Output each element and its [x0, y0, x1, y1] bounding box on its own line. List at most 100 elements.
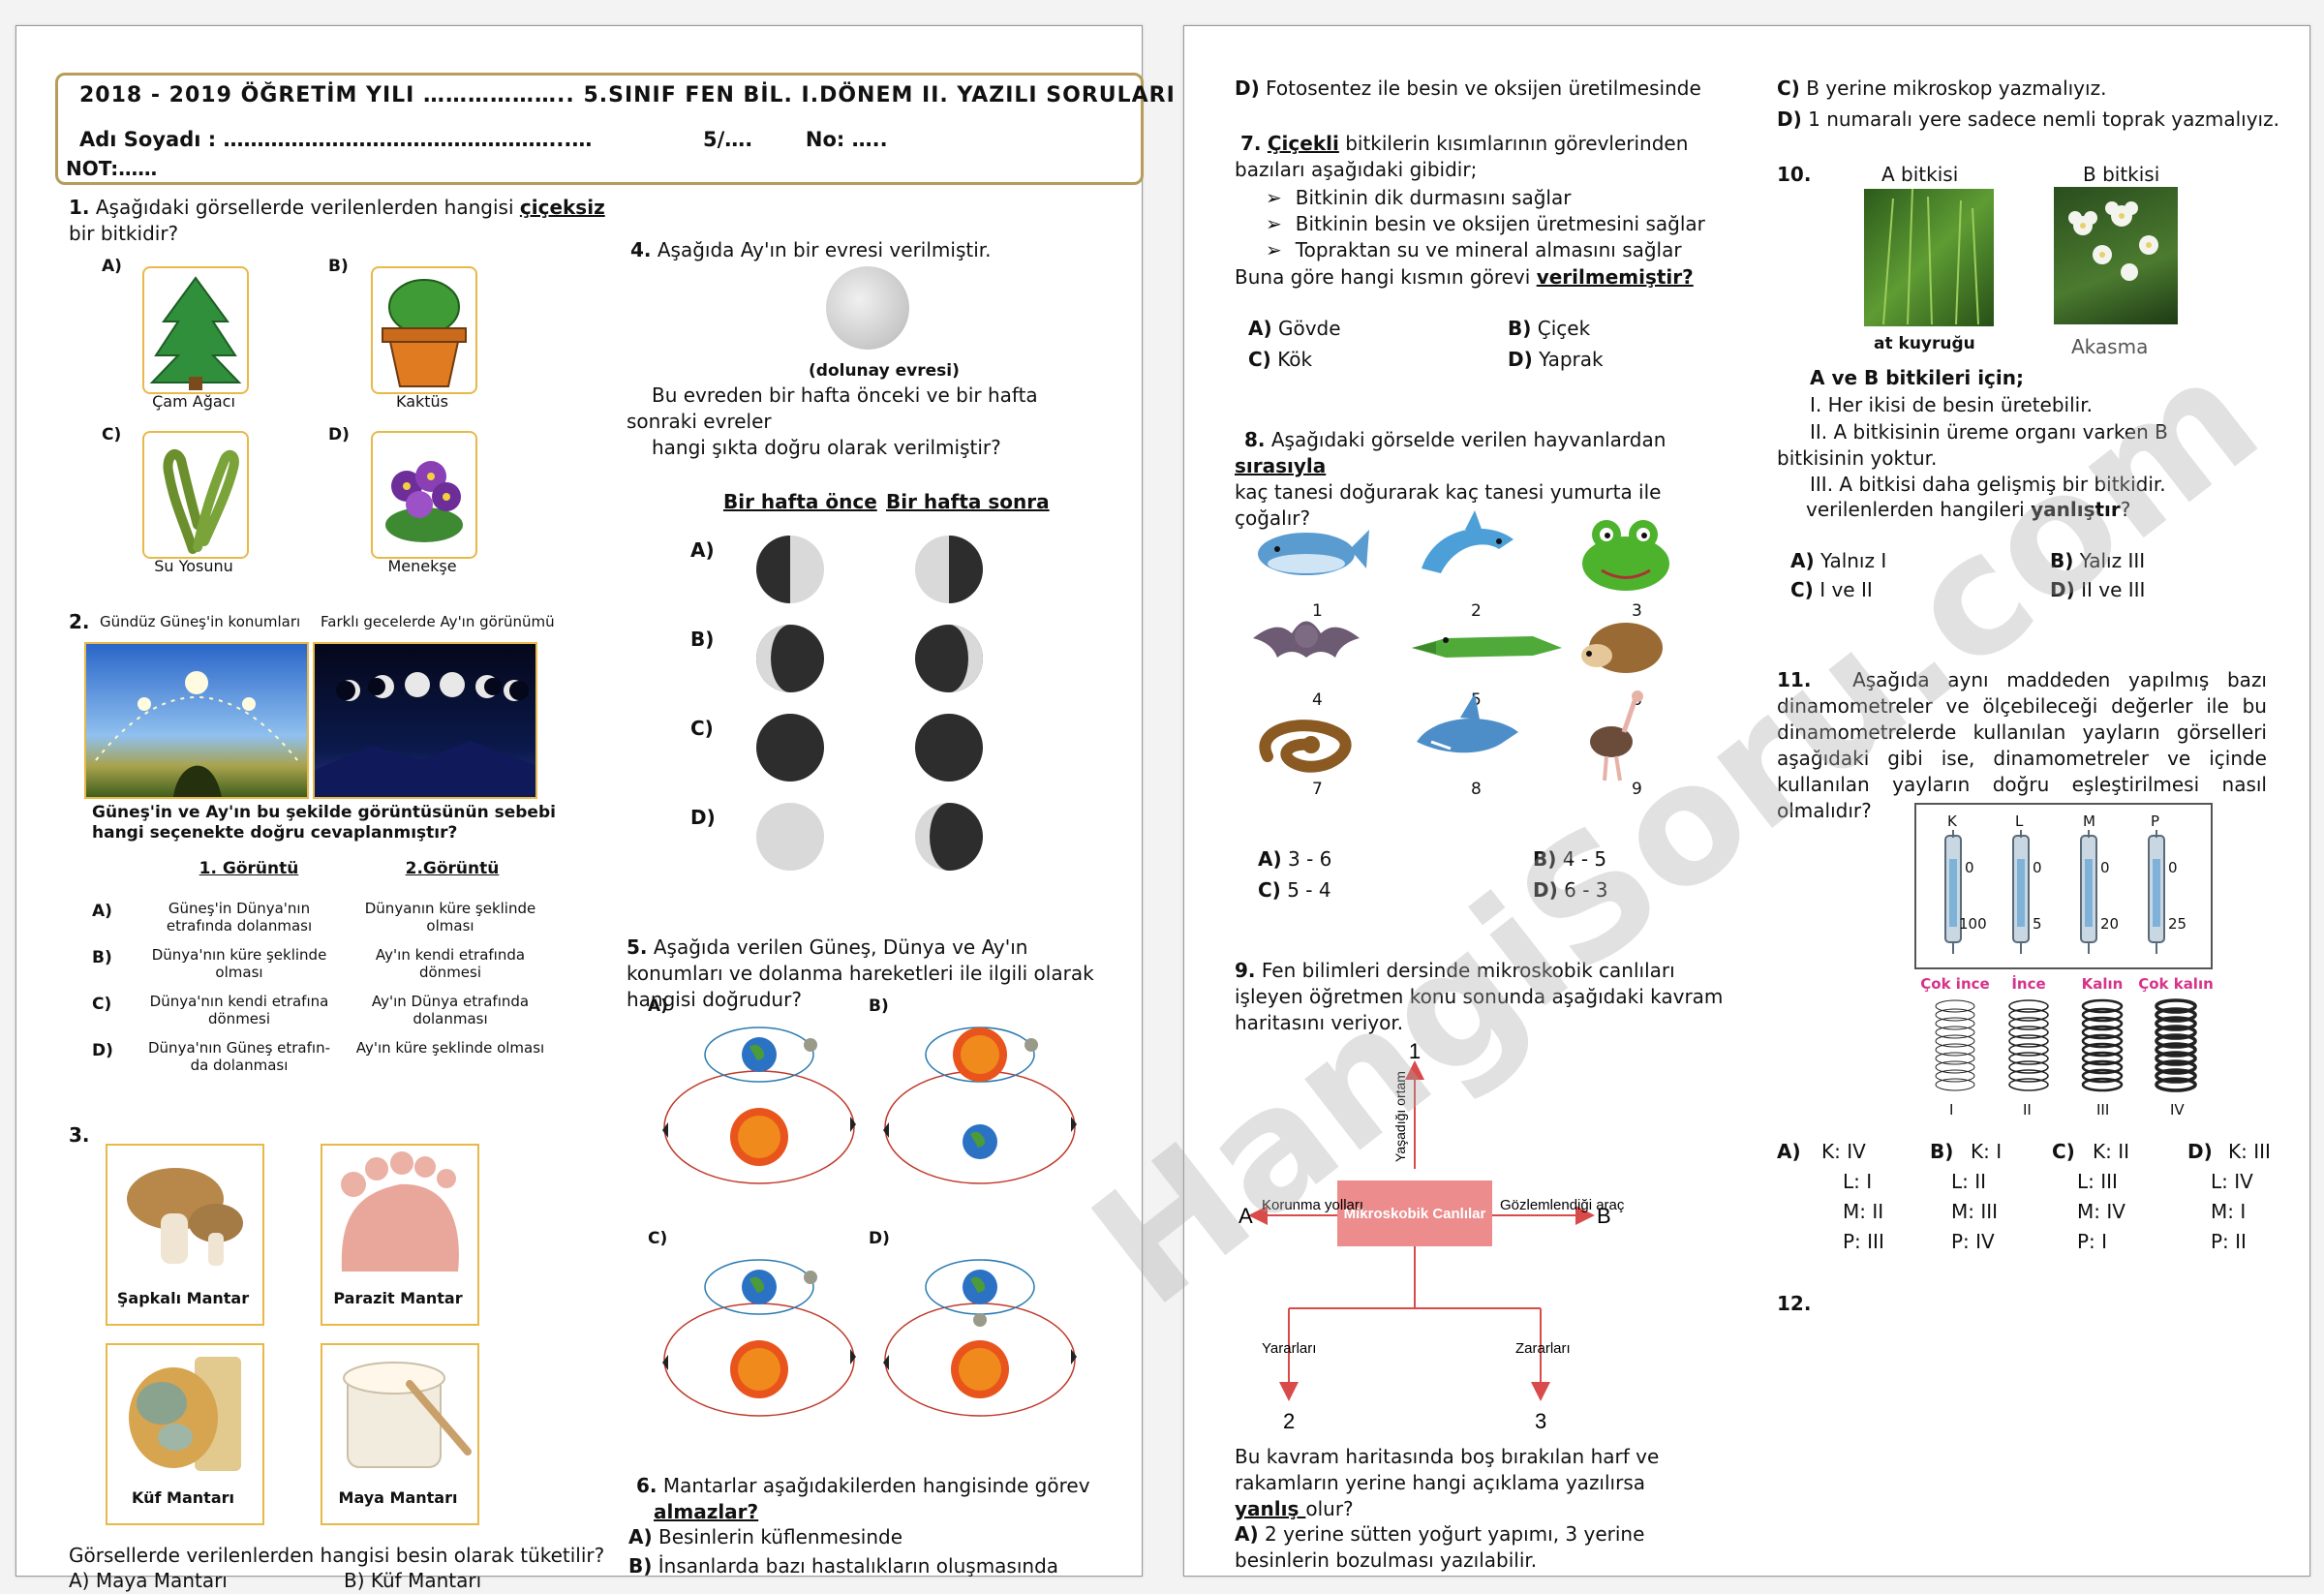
q4-option-letter[interactable]: D): [690, 806, 716, 829]
q3-option-a[interactable]: A) Maya Mantarı: [69, 1569, 228, 1592]
q10-option[interactable]: A) Yalnız I: [1790, 549, 1886, 572]
q10-option-text: I ve II: [1819, 578, 1873, 601]
q3-option-b[interactable]: B) Küf Mantarı: [344, 1569, 482, 1592]
map-top-label: Yaşadığı ortam: [1392, 1071, 1408, 1162]
q6-option-b[interactable]: B) İnsanlarda bazı hastalıkların oluşmas…: [628, 1554, 1058, 1578]
map-br-number: 3: [1535, 1409, 1546, 1433]
q4-option-after[interactable]: [913, 801, 985, 876]
q4-text2: Bu evreden bir hafta önceki ve bir hafta…: [627, 383, 1038, 433]
q4-option-before[interactable]: [754, 623, 826, 698]
q1-option-c-card[interactable]: [142, 431, 249, 559]
q1-option-a-card[interactable]: [142, 266, 249, 394]
q10-plant-b-caption: Akasma: [2071, 335, 2149, 358]
dynamometer-tube-icon: [1944, 830, 1962, 954]
q9-option-c[interactable]: C) B yerine mikroskop yazmalıyız.: [1777, 77, 2106, 100]
spring-roman: II: [2023, 1101, 2032, 1119]
q5-option-diagram[interactable]: [657, 1006, 861, 1204]
q7-option[interactable]: A) Gövde: [1248, 317, 1341, 340]
q10-option-letter: C): [1790, 578, 1814, 601]
q4-col2-header: Bir hafta sonra: [886, 490, 1050, 513]
q6-option-a-letter: A): [628, 1525, 653, 1548]
q1-number: 1.: [69, 196, 90, 219]
q4-option-after[interactable]: [913, 712, 985, 787]
q8-number: 8.: [1244, 428, 1266, 451]
exam-page-1: 2018 - 2019 ÖĞRETİM YILI ……………….. 5.SINI…: [15, 25, 1175, 1592]
q1-option-d-card[interactable]: [371, 431, 477, 559]
q5-option-diagram[interactable]: [878, 1006, 1082, 1204]
q8-option[interactable]: D) 6 - 3: [1533, 878, 1608, 902]
dynamometer-icon: [2077, 830, 2100, 960]
q11-option-line: K: III: [2228, 1140, 2271, 1163]
q6-option-a[interactable]: A) Besinlerin küflenmesinde: [628, 1525, 902, 1548]
q4-option-letter[interactable]: B): [690, 628, 715, 651]
moon-phases-image: [313, 642, 537, 799]
q1-option-b-card[interactable]: [371, 266, 477, 394]
orbit-diagram-icon: [883, 1259, 1077, 1417]
q4-option-after[interactable]: [913, 623, 985, 698]
q7-option-letter: B): [1508, 317, 1532, 340]
q5-option-letter[interactable]: A): [648, 996, 668, 1016]
q11-option-letter[interactable]: A): [1777, 1140, 1801, 1163]
q4-option-letter[interactable]: C): [690, 717, 714, 740]
q6-keyword: almazlar?: [654, 1500, 759, 1523]
q8-animal-number: 5: [1471, 690, 1482, 710]
q4-option-letter[interactable]: A): [690, 538, 715, 562]
q7-option[interactable]: C) Kök: [1248, 348, 1312, 371]
q6-option-d[interactable]: D) Fotosentez ile besin ve oksijen üreti…: [1235, 77, 1701, 100]
q5-option-letter[interactable]: D): [869, 1229, 890, 1248]
q2-option-col1: Dünya'nın kendi etrafına dönmesi: [149, 993, 329, 1027]
q8-option[interactable]: A) 3 - 6: [1258, 847, 1331, 871]
q10-option[interactable]: C) I ve II: [1790, 578, 1873, 601]
q8-animal-number: 2: [1471, 601, 1482, 621]
spring-coil: [2153, 996, 2199, 1101]
spring-roman: I: [1949, 1101, 1954, 1119]
q11-option-letter[interactable]: C): [2052, 1140, 2075, 1163]
dynamometer-tube-icon: [2012, 830, 2030, 954]
full-moon-icon: [826, 266, 909, 350]
q4-option-after[interactable]: [913, 534, 985, 609]
q4-option-before[interactable]: [754, 801, 826, 876]
q3-item-1[interactable]: [106, 1144, 264, 1326]
q11-option-letter[interactable]: B): [1930, 1140, 1954, 1163]
q9-option-d[interactable]: D) 1 numaralı yere sadece nemli toprak y…: [1777, 107, 2279, 131]
moon-phase-icon: [756, 803, 824, 871]
q5-option-letter[interactable]: B): [869, 996, 889, 1016]
q11-option-line: P: I: [2077, 1230, 2108, 1253]
q10-option[interactable]: B) Yalız III: [2050, 549, 2145, 572]
q7-option[interactable]: D) Yaprak: [1508, 348, 1604, 371]
q5-option-letter[interactable]: C): [648, 1229, 668, 1248]
snake-icon: [1259, 720, 1352, 773]
q7-bullet-text: Bitkinin besin ve oksijen üretmesini sağ…: [1295, 212, 1705, 235]
q11-option-line: L: IV: [2211, 1170, 2253, 1193]
q2-option-col1: Güneş'in Dünya'nın etrafında dolanması: [166, 900, 313, 935]
q2-option-letter[interactable]: B): [92, 948, 112, 967]
q4-option-before[interactable]: [754, 534, 826, 609]
q9-question-a: Bu kavram haritasında boş bırakılan harf…: [1235, 1445, 1660, 1494]
yeast-jar-icon: [343, 1362, 472, 1468]
q11-option-letter[interactable]: D): [2187, 1140, 2213, 1163]
map-bl-label: Yararları: [1262, 1340, 1316, 1357]
q10-option[interactable]: D) II ve III: [2050, 578, 2145, 601]
q2-option-col2: Ay'ın küre şeklinde olması: [355, 1039, 545, 1057]
q8-option[interactable]: B) 4 - 5: [1533, 847, 1606, 871]
q3-item-3[interactable]: [106, 1343, 264, 1525]
q2-option-letter[interactable]: D): [92, 1041, 113, 1060]
q7-option[interactable]: B) Çiçek: [1508, 317, 1590, 340]
q5-option-diagram[interactable]: [878, 1239, 1082, 1436]
q8-option[interactable]: C) 5 - 4: [1258, 878, 1331, 902]
q8-animal: [1407, 599, 1572, 696]
q4-col1-header: Bir hafta önce: [723, 490, 877, 513]
q9-option-a[interactable]: A) 2 yerine sütten yoğurt yapımı, 3 yeri…: [1235, 1521, 1709, 1574]
spring-icon: [2008, 999, 2049, 1091]
q2-option-letter[interactable]: C): [92, 995, 112, 1014]
sun-arc-icon: [95, 671, 298, 797]
q5-option-diagram[interactable]: [657, 1239, 861, 1436]
map-center-label: Mikroskobik Canlılar: [1344, 1206, 1486, 1222]
q3-item-2[interactable]: [321, 1144, 479, 1326]
q3-item-4[interactable]: [321, 1343, 479, 1525]
q4-option-before[interactable]: [754, 712, 826, 787]
q1-option-a-letter: A): [102, 257, 122, 276]
q1-text-a: Aşağıdaki görsellerde verilenlerden hang…: [95, 196, 520, 219]
seaweed-icon: [163, 449, 239, 554]
q2-option-letter[interactable]: A): [92, 902, 112, 921]
